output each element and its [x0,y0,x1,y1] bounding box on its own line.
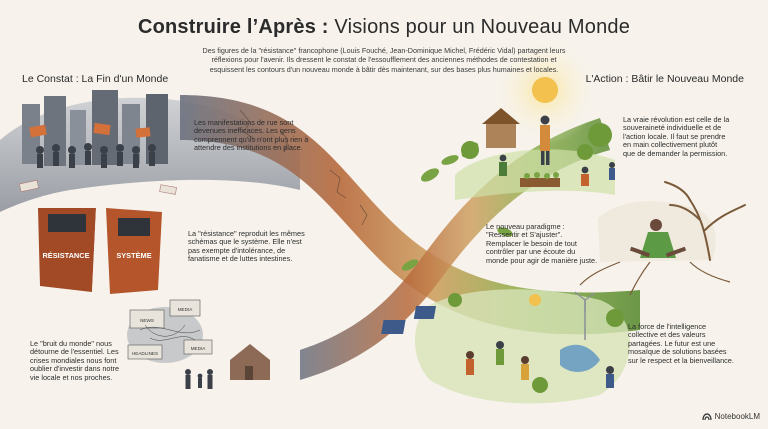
media-label-headlines: HEADLINES [132,351,158,356]
note-street-protests: Les manifestations de rue sont devenues … [194,118,309,153]
sign-systeme-label: SYSTÈME [116,251,151,260]
note-local-sovereignty: La vraie révolution est celle de la souv… [623,115,730,158]
media-noise-cluster: NEWS MEDIA MEDIA HEADLINES [127,299,270,389]
page-title-bold: Construire l’Après : [137,16,329,38]
sun-small-icon [529,294,541,306]
notebooklm-brand: NotebookLM [702,412,760,421]
broken-signs: RÉSISTANCE SYSTÈME [38,208,162,294]
page-title: Construire l’Après : Visions pour un Nou… [0,16,768,39]
community-garden-scene [455,108,615,200]
notebooklm-logo-icon [702,412,712,420]
note-collective-intelligence: La force de l'intelligence collective et… [628,322,734,365]
sign-resistance-label: RÉSISTANCE [42,251,89,260]
sun-icon [532,77,558,103]
media-label-media-2: MEDIA [191,346,206,351]
page-title-rest: Visions pour un Nouveau Monde [328,16,631,38]
mosaic-solutions-scene [381,289,630,404]
media-label-media-1: MEDIA [178,307,193,312]
brand-label: NotebookLM [714,412,760,421]
solar-panel-icon [381,306,437,334]
media-label-news: NEWS [140,318,154,323]
woman-planting-scene [579,181,746,296]
note-world-noise: Le "bruit du monde" nous détourne de l'e… [30,339,120,382]
note-new-paradigm: Le nouveau paradigme : "Ressentir et S'a… [486,222,598,265]
intro-paragraph: Des figures de la "résistance" francopho… [202,46,566,74]
left-section-title: Le Constat : La Fin d'un Monde [22,73,169,85]
wind-turbine-icon [574,291,596,340]
note-resistance-patterns: La "résistance" reproduit les mêmes sché… [188,229,305,264]
right-section-title: L'Action : Bâtir le Nouveau Monde [585,73,744,85]
